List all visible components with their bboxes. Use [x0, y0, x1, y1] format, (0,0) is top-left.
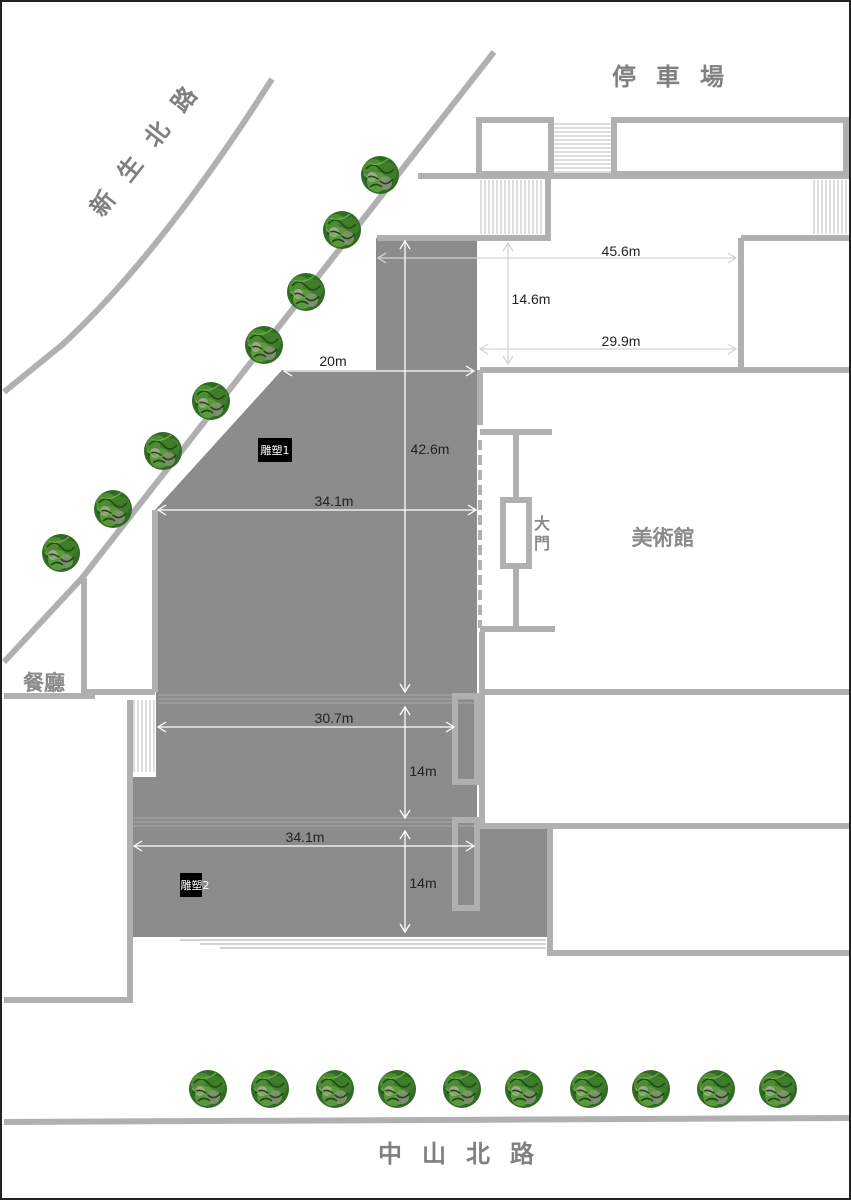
- parking-structures: [377, 117, 849, 241]
- stairs-left: [133, 700, 155, 772]
- main-gate: [500, 497, 532, 569]
- tree-icon: [322, 210, 362, 250]
- stairs: [133, 123, 847, 949]
- tree-icon: [191, 381, 231, 421]
- road-label-zhongshan-north: 中山北路: [378, 1140, 554, 1168]
- dim-42-6: 42.6m: [411, 441, 450, 457]
- tree-icon: [377, 1069, 417, 1109]
- tree-icon: [250, 1069, 290, 1109]
- dim-20: 20m: [319, 353, 346, 369]
- tree-icon: [315, 1069, 355, 1109]
- sculpture-2-label: 雕塑2: [181, 878, 210, 892]
- dimension-labels: 45.6m 14.6m 29.9m 20m 42.6m 34.1m 30.7m …: [286, 243, 641, 891]
- tree-icon: [41, 533, 81, 573]
- steps-lines-plaza: [134, 694, 546, 949]
- tree-icon: [143, 431, 183, 471]
- dim-34-1-top: 34.1m: [315, 493, 354, 509]
- tree-icon: [504, 1069, 544, 1109]
- dim-14-a: 14m: [409, 763, 436, 779]
- parking-label: 停車場: [612, 63, 744, 91]
- dimension-lines: [132, 239, 738, 934]
- restaurant-label: 餐廳: [23, 671, 65, 695]
- dim-34-1-bottom: 34.1m: [286, 829, 325, 845]
- tree-icon: [244, 325, 284, 365]
- stairs-entry-right: [813, 180, 847, 234]
- tree-icon: [758, 1069, 798, 1109]
- tree-icon: [569, 1069, 609, 1109]
- stairs-parking-top: [553, 123, 611, 173]
- stairs-entry-left: [480, 180, 542, 234]
- tree-icon: [93, 489, 133, 529]
- sculpture-1[interactable]: 雕塑1: [258, 438, 292, 462]
- dim-29-9: 29.9m: [602, 333, 641, 349]
- gate-label-line1: 大: [534, 514, 550, 533]
- tree-icon: [286, 272, 326, 312]
- museum-label: 美術館: [632, 526, 695, 550]
- gate-label-line2: 門: [534, 535, 550, 553]
- road-zhongshan-north: [3, 1115, 850, 1125]
- plaza: [132, 238, 548, 937]
- sculpture-2[interactable]: 雕塑2: [180, 873, 210, 897]
- dim-45-6: 45.6m: [602, 243, 641, 259]
- tree-icon: [188, 1069, 228, 1109]
- tree-icon: [696, 1069, 736, 1109]
- tree-icon: [442, 1069, 482, 1109]
- museum-building: [452, 238, 849, 956]
- dim-14-b: 14m: [409, 875, 436, 891]
- dim-14-6: 14.6m: [512, 291, 551, 307]
- restaurant-building: [4, 510, 158, 1003]
- tree-icon: [631, 1069, 671, 1109]
- dim-30-7: 30.7m: [315, 710, 354, 726]
- tree-icon: [360, 155, 400, 195]
- sculpture-1-label: 雕塑1: [261, 443, 290, 457]
